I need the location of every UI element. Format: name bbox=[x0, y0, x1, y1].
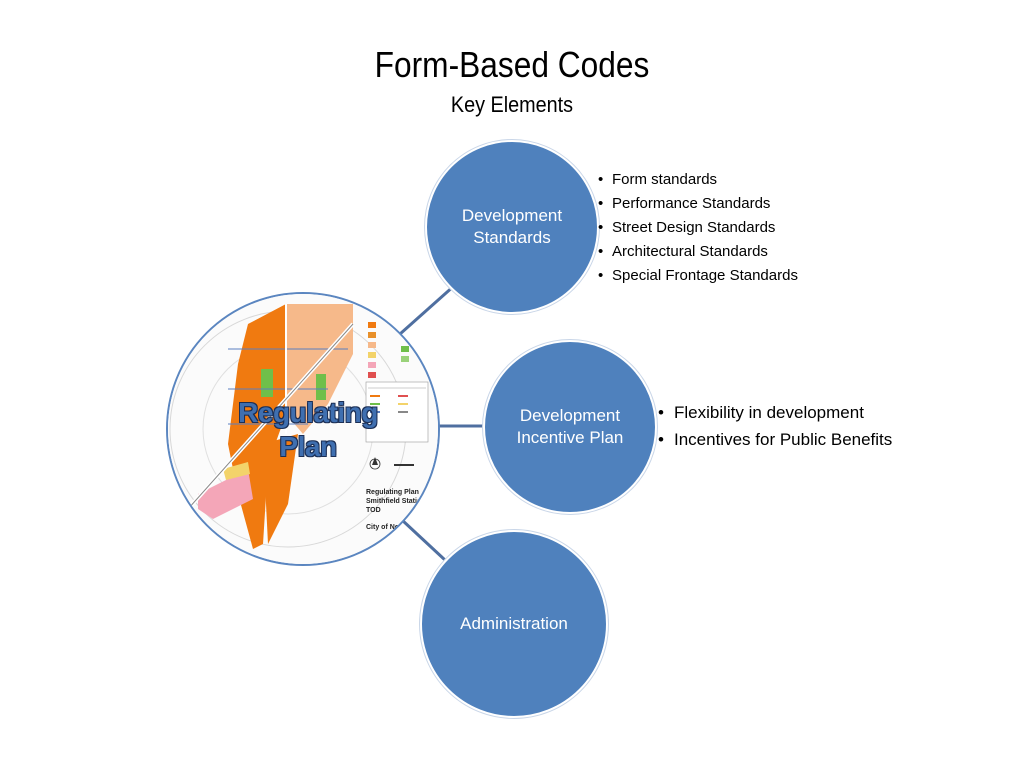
bullet-item: Special Frontage Standards bbox=[598, 264, 798, 288]
bullet-item: Architectural Standards bbox=[598, 240, 798, 264]
development-standards-node: Development Standards bbox=[425, 140, 599, 314]
incentive-plan-label-line-1: Development bbox=[519, 406, 621, 425]
bullet-item: Flexibility in development bbox=[658, 399, 892, 426]
development-standards-label-line-1: Development bbox=[461, 206, 563, 225]
development-standards-bullets: Form standards Performance Standards Str… bbox=[598, 168, 798, 288]
bullet-item: Incentives for Public Benefits bbox=[658, 426, 892, 453]
map-caption: Regulating Plan Smithfield Station TOD C… bbox=[366, 488, 436, 532]
hub-label-line-1: Regulating bbox=[238, 397, 378, 428]
hub-label-line-2: Plan bbox=[279, 431, 337, 462]
bullet-item: Performance Standards bbox=[598, 192, 798, 216]
regulating-plan-hub: Regulating Plan Smithfield Station TOD C… bbox=[166, 292, 440, 566]
regulating-plan-map-image bbox=[168, 294, 438, 564]
slide-subtitle: Key Elements bbox=[450, 92, 574, 117]
slide-title: Form-Based Codes bbox=[374, 44, 650, 85]
bullet-item: Form standards bbox=[598, 168, 798, 192]
bullet-item: Street Design Standards bbox=[598, 216, 798, 240]
administration-label: Administration bbox=[460, 614, 568, 633]
regulating-plan-label: Regulating Plan bbox=[208, 396, 408, 464]
map-caption-line-1: Regulating Plan bbox=[366, 489, 419, 496]
administration-node: Administration bbox=[420, 530, 608, 718]
map-caption-line-3: City of North Rich bbox=[366, 524, 426, 531]
incentive-plan-bullets: Flexibility in development Incentives fo… bbox=[658, 399, 892, 453]
map-caption-line-2: Smithfield Station TOD bbox=[366, 498, 426, 514]
development-standards-label-line-2: Standards bbox=[473, 228, 551, 247]
development-incentive-plan-node: Development Incentive Plan bbox=[483, 340, 657, 514]
incentive-plan-label-line-2: Incentive Plan bbox=[516, 428, 624, 447]
